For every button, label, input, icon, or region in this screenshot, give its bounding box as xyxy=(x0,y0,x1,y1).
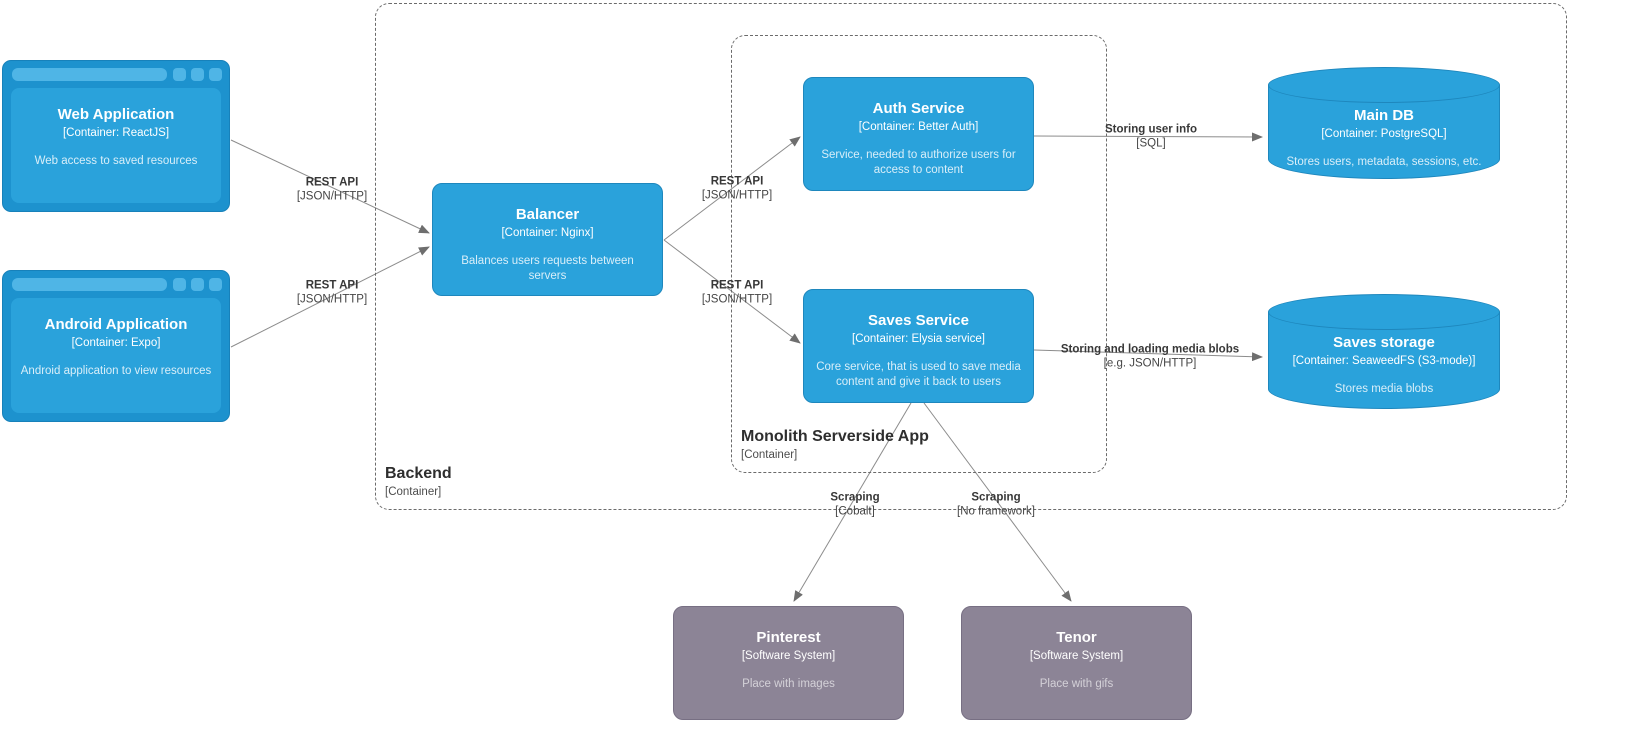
browser-address-bar-icon xyxy=(12,278,167,291)
browser-content-panel: Web Application [Container: ReactJS] Web… xyxy=(11,88,221,203)
boundary-monolith-name: Monolith Serverside App xyxy=(741,428,929,446)
boundary-monolith-label: Monolith Serverside App [Container] xyxy=(741,428,929,462)
node-saves-storage-subtitle: [Container: SeaweedFS (S3-mode)] xyxy=(1292,355,1476,367)
node-saves-storage-title: Saves storage xyxy=(1333,334,1435,351)
browser-address-bar-icon xyxy=(12,68,167,81)
boundary-backend-type: [Container] xyxy=(385,485,442,498)
node-web-application-subtitle: [Container: ReactJS] xyxy=(62,127,170,139)
node-saves-storage: Saves storage [Container: SeaweedFS (S3-… xyxy=(1268,294,1500,409)
edge-tech-text: [SQL] xyxy=(1136,137,1166,149)
node-android-application: Android Application [Container: Expo] An… xyxy=(2,270,230,422)
edge-tech-text: [e.g. JSON/HTTP] xyxy=(1103,357,1197,369)
boundary-backend-label: Backend [Container] xyxy=(385,465,452,499)
edge-label-text: REST API xyxy=(305,176,359,189)
node-android-application-title: Android Application xyxy=(44,316,188,333)
node-tenor: Tenor [Software System] Place with gifs xyxy=(961,606,1192,720)
edge-label-text: Storing and loading media blobs xyxy=(1060,343,1240,356)
node-tenor-subtitle: [Software System] xyxy=(1029,650,1124,662)
browser-button-icon xyxy=(173,278,186,291)
node-auth-service-description: Service, needed to authorize users for a… xyxy=(821,148,1016,176)
edge-tech-text: [JSON/HTTP] xyxy=(701,189,773,201)
node-android-application-subtitle: [Container: Expo] xyxy=(71,337,161,349)
edge-label-web-to-balancer: REST API [JSON/HTTP] xyxy=(297,176,367,203)
edge-label-saves-to-pinterest: Scraping [Cobalt] xyxy=(830,491,879,518)
browser-button-icon xyxy=(209,278,222,291)
node-auth-service: Auth Service [Container: Better Auth] Se… xyxy=(803,77,1034,191)
boundary-backend-name: Backend xyxy=(385,465,452,483)
database-cylinder-top xyxy=(1268,67,1500,103)
node-main-db: Main DB [Container: PostgreSQL] Stores u… xyxy=(1268,67,1500,179)
edge-tech-text: [JSON/HTTP] xyxy=(296,293,368,305)
node-saves-service: Saves Service [Container: Elysia service… xyxy=(803,289,1034,403)
browser-button-icon xyxy=(173,68,186,81)
node-tenor-title: Tenor xyxy=(1056,629,1097,646)
edge-tech-text: [JSON/HTTP] xyxy=(296,190,368,202)
node-main-db-title: Main DB xyxy=(1354,107,1414,124)
edge-label-auth-to-maindb: Storing user info [SQL] xyxy=(1105,123,1197,150)
edge-label-text: Scraping xyxy=(971,491,1021,504)
browser-button-icon xyxy=(209,68,222,81)
node-pinterest-description: Place with images xyxy=(742,677,835,690)
edge-label-text: Storing user info xyxy=(1105,123,1197,136)
browser-content-panel: Android Application [Container: Expo] An… xyxy=(11,298,221,413)
boundary-monolith: Monolith Serverside App [Container] xyxy=(731,35,1107,473)
edge-tech-text: [JSON/HTTP] xyxy=(701,293,773,305)
node-web-application: Web Application [Container: ReactJS] Web… xyxy=(2,60,230,212)
browser-button-icon xyxy=(191,278,204,291)
edge-tech-text: [No framework] xyxy=(957,505,1035,517)
node-auth-service-subtitle: [Container: Better Auth] xyxy=(858,121,979,133)
edge-label-text: REST API xyxy=(710,175,764,188)
edge-label-text: REST API xyxy=(710,279,764,292)
node-saves-service-title: Saves Service xyxy=(868,312,969,329)
edge-label-text: REST API xyxy=(305,279,359,292)
boundary-backend: Backend [Container] xyxy=(375,3,1567,510)
node-pinterest-subtitle: [Software System] xyxy=(741,650,836,662)
edge-label-text: Scraping xyxy=(830,491,880,504)
node-android-application-description: Android application to view resources xyxy=(20,364,212,377)
browser-button-icon xyxy=(191,68,204,81)
edge-label-saves-to-tenor: Scraping [No framework] xyxy=(957,491,1035,518)
node-saves-service-description: Core service, that is used to save media… xyxy=(816,360,1021,388)
node-main-db-description: Stores users, metadata, sessions, etc. xyxy=(1286,155,1482,168)
node-pinterest: Pinterest [Software System] Place with i… xyxy=(673,606,904,720)
node-saves-storage-description: Stores media blobs xyxy=(1334,382,1434,395)
node-balancer-subtitle: [Container: Nginx] xyxy=(501,227,594,239)
edge-label-balancer-to-saves: REST API [JSON/HTTP] xyxy=(702,279,772,306)
database-cylinder-top xyxy=(1268,294,1500,330)
edge-tech-text: [Cobalt] xyxy=(835,505,875,517)
node-web-application-title: Web Application xyxy=(57,106,175,123)
node-balancer-description: Balances users requests between servers xyxy=(461,254,634,282)
node-auth-service-title: Auth Service xyxy=(872,100,965,117)
node-balancer-title: Balancer xyxy=(515,206,580,223)
edge-label-android-to-balancer: REST API [JSON/HTTP] xyxy=(297,279,367,306)
node-saves-service-subtitle: [Container: Elysia service] xyxy=(852,333,985,345)
edge-label-saves-to-storage: Storing and loading media blobs [e.g. JS… xyxy=(1061,343,1239,370)
edge-label-balancer-to-auth: REST API [JSON/HTTP] xyxy=(702,175,772,202)
node-tenor-description: Place with gifs xyxy=(1039,677,1114,690)
node-main-db-subtitle: [Container: PostgreSQL] xyxy=(1321,128,1447,140)
node-balancer: Balancer [Container: Nginx] Balances use… xyxy=(432,183,663,296)
boundary-monolith-type: [Container] xyxy=(741,448,798,461)
node-web-application-description: Web access to saved resources xyxy=(34,154,198,167)
node-pinterest-title: Pinterest xyxy=(756,629,821,646)
